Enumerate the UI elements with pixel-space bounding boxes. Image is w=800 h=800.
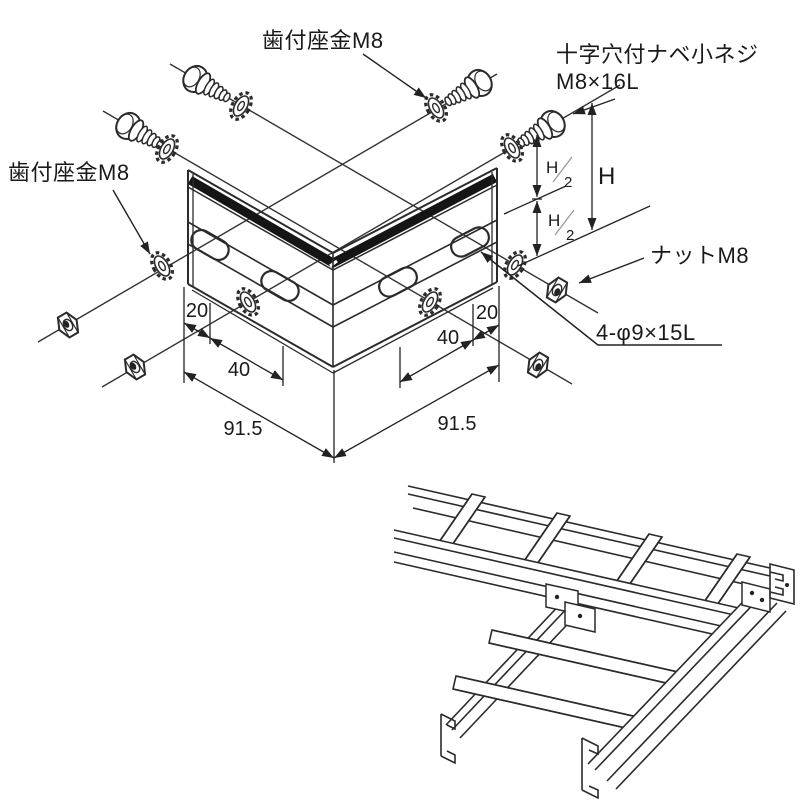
h-half-den: 2 bbox=[564, 174, 572, 191]
bracket-rib-line bbox=[187, 243, 334, 328]
toothed-washer bbox=[236, 287, 260, 317]
pan-head-screw bbox=[517, 109, 566, 148]
hex-nuts bbox=[56, 276, 569, 381]
callout-washer-top: 歯付座金M8 bbox=[262, 28, 384, 53]
ladder-branch-left-rail bbox=[445, 597, 581, 739]
bracket-bottom-thickness bbox=[191, 289, 334, 374]
toothed-washer bbox=[424, 93, 448, 123]
callout-leaders bbox=[112, 53, 722, 346]
bolt-axis-lines bbox=[37, 63, 621, 388]
bolt-dot bbox=[554, 594, 560, 600]
toothed-washer bbox=[155, 134, 179, 164]
dim-height-total: H bbox=[598, 163, 615, 190]
dim-right-edge: 20 bbox=[476, 302, 498, 324]
pan-head-screw bbox=[444, 68, 493, 107]
bracket-rib-line bbox=[332, 219, 498, 306]
pan-head-screw bbox=[182, 64, 231, 103]
dimension-lines bbox=[183, 103, 651, 463]
ladder-rail-end-sections bbox=[440, 562, 795, 800]
callout-screw-line1: 十字穴付ナベ小ネジ bbox=[556, 42, 759, 67]
h-half-den: 2 bbox=[566, 227, 574, 244]
bracket-rib-line bbox=[187, 221, 334, 306]
ladder-branch-right-rail bbox=[587, 585, 787, 790]
callout-nut: ナットM8 bbox=[650, 243, 749, 268]
dim-right-width: 91.5 bbox=[438, 413, 477, 435]
ladder-illustration bbox=[393, 485, 795, 800]
dim-right-pitch: 40 bbox=[437, 327, 459, 349]
h-half-num: H bbox=[546, 158, 558, 177]
slotted-hole bbox=[450, 226, 490, 258]
toothed-washer bbox=[418, 287, 442, 317]
dimension-labels: 20 40 91.5 20 40 91.5 H H 2 H 2 bbox=[186, 156, 615, 440]
hex-nut bbox=[56, 311, 80, 339]
callout-texts: 歯付座金M8 十字穴付ナベ小ネジ M8×16L 歯付座金M8 ナットM8 4-φ… bbox=[8, 28, 759, 345]
toothed-washer bbox=[500, 133, 524, 163]
callout-hole-spec: 4-φ9×15L bbox=[596, 320, 696, 345]
dim-height-half-1: H 2 bbox=[546, 156, 573, 191]
bracket-bottom-thickness bbox=[332, 287, 494, 374]
slotted-hole bbox=[260, 269, 300, 303]
bracket-bottom-edge bbox=[187, 283, 334, 368]
bracket-rib-line bbox=[332, 241, 498, 328]
dim-height-half-2: H 2 bbox=[548, 209, 575, 244]
bracket-bottom-edge bbox=[332, 281, 498, 368]
callout-screw-line2: M8×16L bbox=[556, 69, 639, 94]
h-half-num: H bbox=[548, 211, 560, 230]
bolt-dot bbox=[577, 613, 583, 619]
hex-nut bbox=[526, 351, 550, 379]
dim-left-edge: 20 bbox=[186, 300, 208, 322]
hex-nut bbox=[545, 276, 569, 304]
ladder-corner-brackets bbox=[545, 581, 771, 633]
hex-nut bbox=[123, 353, 147, 381]
bolt-dot bbox=[749, 590, 755, 596]
toothed-washers bbox=[150, 91, 527, 317]
bolt-dot bbox=[759, 597, 765, 603]
dim-left-width: 91.5 bbox=[224, 418, 263, 440]
machine-screws bbox=[115, 64, 566, 150]
toothed-washer bbox=[229, 91, 253, 121]
toothed-washer bbox=[503, 250, 527, 280]
corner-bracket bbox=[187, 167, 498, 374]
toothed-washer bbox=[150, 251, 174, 281]
callout-washer-left: 歯付座金M8 bbox=[8, 160, 130, 185]
dim-left-pitch: 40 bbox=[228, 359, 250, 381]
